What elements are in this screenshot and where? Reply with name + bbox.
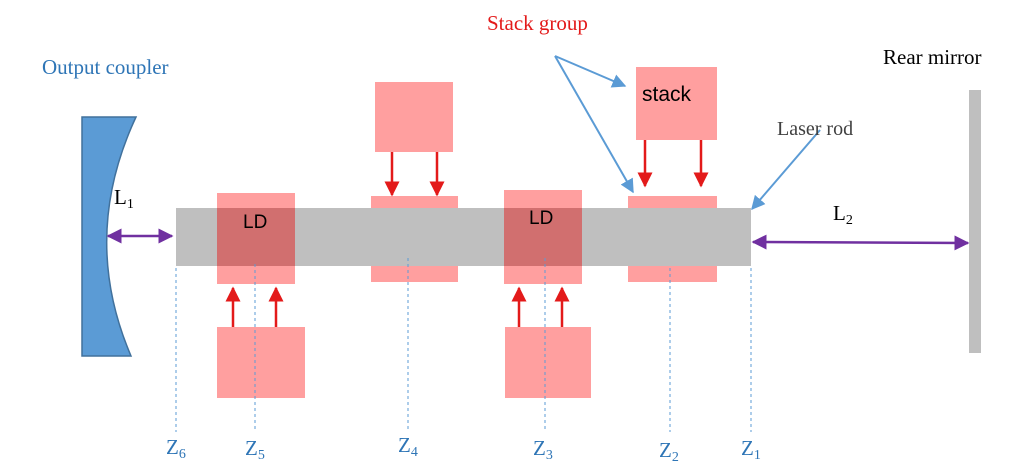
position-label-z6: Z6 — [166, 435, 186, 462]
ld-box-z5-upper — [217, 193, 295, 208]
laser-rod-callout — [751, 129, 821, 211]
stack-group-label: Stack group — [487, 11, 588, 35]
output-coupler-label: Output coupler — [42, 55, 169, 79]
ld-box-z5-lower — [217, 266, 295, 284]
l1-label: L1 — [114, 185, 134, 212]
stack-group-callout-a — [554, 55, 634, 194]
stack-box-z3-bottom — [505, 327, 591, 398]
output-coupler-mirror — [81, 116, 138, 357]
position-label-z5: Z5 — [245, 436, 265, 463]
ld-box-z3-overlap — [504, 208, 582, 266]
rear-mirror-label: Rear mirror — [883, 45, 982, 69]
laser-rod-label: Laser rod — [777, 118, 853, 140]
l2-label: L2 — [833, 201, 853, 228]
ld-label-z5: LD — [243, 212, 267, 233]
stack-label: stack — [642, 83, 692, 106]
ld-box-z3-upper — [504, 190, 582, 208]
ld-label-z3: LD — [529, 208, 553, 229]
stack-group-callout-b — [554, 55, 627, 88]
rear-mirror — [969, 90, 981, 353]
ld-box-z5-overlap — [217, 208, 295, 266]
position-label-z4: Z4 — [398, 433, 418, 460]
position-label-z2: Z2 — [659, 438, 679, 465]
ld-box-z3-lower — [504, 266, 582, 284]
position-label-z3: Z3 — [533, 436, 553, 463]
stack-box-z5-bottom — [217, 327, 305, 398]
stack-box-z2-top — [636, 67, 717, 140]
l2-distance-arrow — [751, 234, 970, 251]
stack-box-z4-top — [375, 82, 453, 152]
position-label-z1: Z1 — [741, 436, 761, 463]
